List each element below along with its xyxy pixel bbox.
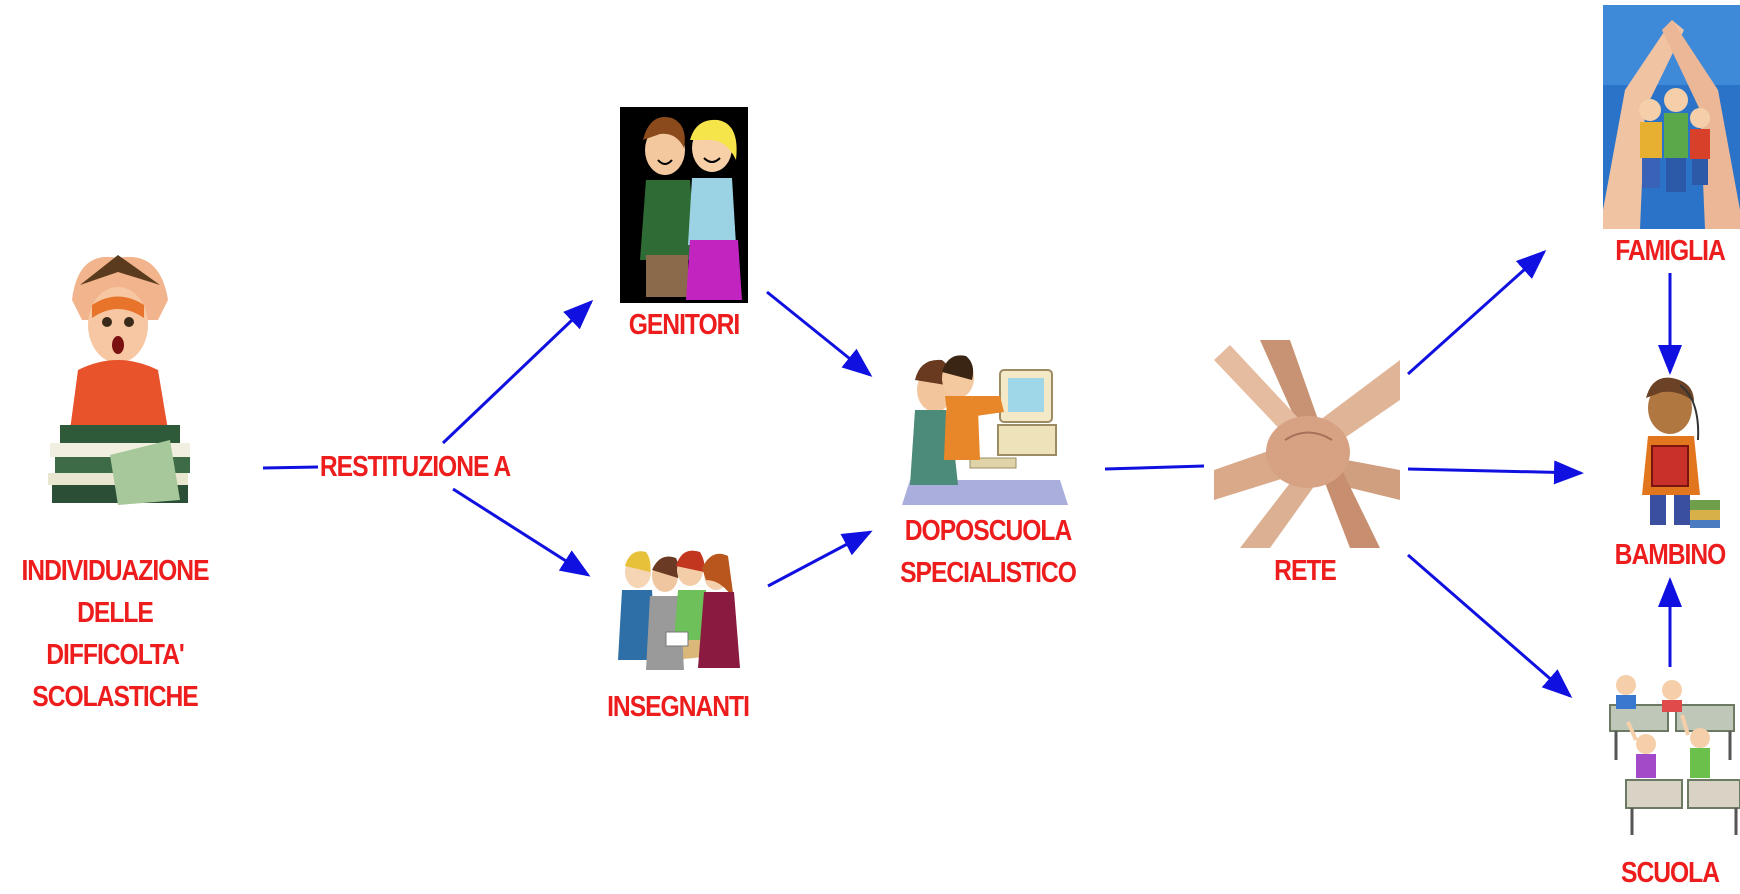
- label-doposcuola-line1: DOPOSCUOLA: [904, 515, 1072, 547]
- label-restituzione: RESTITUZIONE A: [319, 451, 511, 483]
- label-famiglia: FAMIGLIA: [1615, 235, 1726, 267]
- classroom-desks-icon: [1609, 675, 1740, 835]
- children-at-computer-icon: [902, 355, 1068, 505]
- label-bambino: BAMBINO: [1614, 539, 1727, 571]
- teachers-group-icon: [618, 550, 740, 670]
- stacked-hands-icon: [1214, 340, 1400, 548]
- label-doposcuola-line2: SPECIALISTICO: [900, 557, 1077, 589]
- link-child-restituzione: [262, 465, 319, 470]
- label-individuazione-line1: INDIVIDUAZIONE: [21, 555, 209, 587]
- arrow-genitori-doposcuola: [766, 290, 873, 377]
- family-in-hands-icon: [1603, 5, 1740, 229]
- label-individuazione-line4: SCOLASTICHE: [32, 681, 198, 713]
- parents-couple-icon: [620, 107, 748, 303]
- arrow-rete-scuola: [1407, 553, 1573, 698]
- label-individuazione-line3: DIFFICOLTA': [46, 639, 185, 671]
- label-rete: RETE: [1274, 555, 1337, 587]
- label-individuazione-line2: DELLE: [77, 597, 154, 629]
- label-genitori: GENITORI: [628, 309, 741, 341]
- arrow-insegnanti-doposcuola: [767, 530, 873, 588]
- arrow-rete-famiglia: [1406, 249, 1547, 376]
- arrow-to-genitori: [441, 299, 594, 445]
- arrow-rete-bambino: [1407, 460, 1584, 485]
- label-scuola: SCUOLA: [1621, 857, 1720, 889]
- arrow-to-insegnanti: [452, 487, 591, 577]
- label-insegnanti: INSEGNANTI: [607, 691, 750, 723]
- surprised-child-with-books-icon: [48, 255, 190, 508]
- child-with-book-icon: [1642, 377, 1720, 528]
- link-doposcuola-rete: [1104, 464, 1205, 471]
